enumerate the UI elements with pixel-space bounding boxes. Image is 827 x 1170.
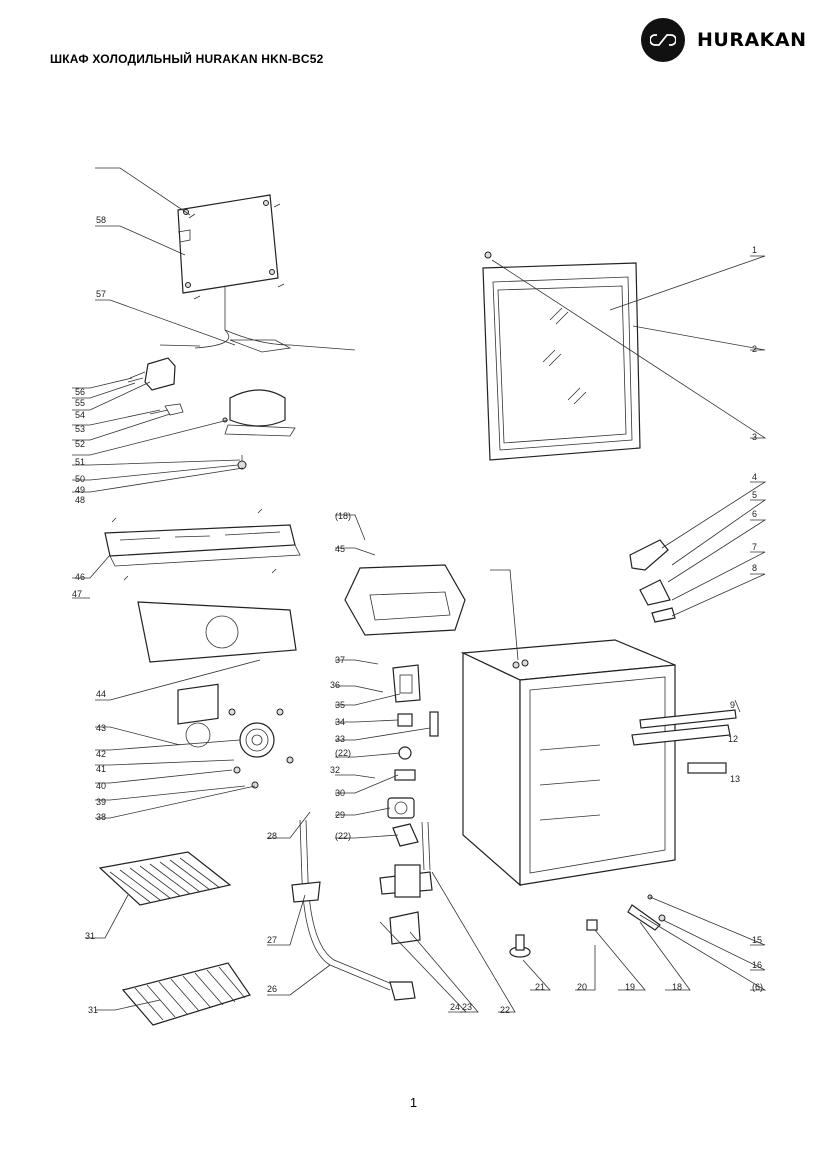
page-number: 1 bbox=[409, 1095, 418, 1110]
part-label: (22) bbox=[335, 748, 351, 758]
part-label: 47 bbox=[72, 589, 82, 599]
part-label: 45 bbox=[335, 544, 345, 554]
part-label: 13 bbox=[730, 774, 740, 784]
shelf-drawing bbox=[98, 851, 251, 1026]
part-label: 48 bbox=[75, 495, 85, 505]
part-label: 21 bbox=[535, 982, 545, 992]
part-label: 55 bbox=[75, 398, 85, 408]
part-label: 6 bbox=[752, 509, 757, 519]
part-label: 29 bbox=[335, 810, 345, 820]
part-label: 38 bbox=[96, 812, 106, 822]
hinge-drawing bbox=[629, 539, 676, 623]
feet-drawing bbox=[509, 894, 666, 958]
part-label: 42 bbox=[96, 749, 106, 759]
part-label: 51 bbox=[75, 457, 85, 467]
part-label: 36 bbox=[330, 680, 340, 690]
part-label: 34 bbox=[335, 717, 345, 727]
brand-name: HURAKAN bbox=[697, 29, 807, 51]
part-label: 41 bbox=[96, 764, 106, 774]
part-label: 26 bbox=[267, 984, 277, 994]
part-label: 52 bbox=[75, 439, 85, 449]
part-label: 49 bbox=[75, 485, 85, 495]
part-label: 15 bbox=[752, 935, 762, 945]
fan-bracket-drawing bbox=[137, 601, 297, 663]
part-label: 58 bbox=[96, 215, 106, 225]
part-label: 2 bbox=[752, 344, 757, 354]
part-label: 31 bbox=[88, 1005, 98, 1015]
part-label: 44 bbox=[96, 689, 106, 699]
part-label: 16 bbox=[752, 960, 762, 970]
cabinet-body-drawing bbox=[460, 639, 676, 887]
part-label: 46 bbox=[75, 572, 85, 582]
part-label: 22 bbox=[500, 1005, 510, 1015]
base-frame-drawing bbox=[104, 508, 301, 581]
part-label: 27 bbox=[267, 935, 277, 945]
part-number-labels: 58 57 56 55 54 53 52 51 50 49 48 46 47 (… bbox=[72, 215, 763, 1015]
part-label: 4 bbox=[752, 472, 757, 482]
part-label: 24 bbox=[450, 1002, 460, 1012]
leader-lines bbox=[72, 167, 767, 1013]
logo-icon bbox=[641, 18, 685, 62]
brand-logo: HURAKAN bbox=[641, 18, 807, 62]
part-label: 43 bbox=[96, 723, 106, 733]
part-label: 56 bbox=[75, 387, 85, 397]
part-label: 12 bbox=[728, 734, 738, 744]
fan-drawing bbox=[177, 683, 294, 789]
part-label: 54 bbox=[75, 410, 85, 420]
power-cord-drawing bbox=[291, 819, 416, 1001]
glass-door-drawing bbox=[482, 251, 641, 461]
document-title: ШКАФ ХОЛОДИЛЬНЫЙ HURAKAN HKN-BC52 bbox=[50, 52, 324, 66]
part-label: 20 bbox=[577, 982, 587, 992]
part-label: 53 bbox=[75, 424, 85, 434]
part-label: 37 bbox=[335, 655, 345, 665]
part-label: 9 bbox=[730, 700, 735, 710]
part-label: 18 bbox=[672, 982, 682, 992]
part-label: 1 bbox=[752, 245, 757, 255]
part-label: 7 bbox=[752, 542, 757, 552]
part-label: 39 bbox=[96, 797, 106, 807]
part-label: 23 bbox=[462, 1002, 472, 1012]
part-label: 30 bbox=[335, 788, 345, 798]
part-label: 40 bbox=[96, 781, 106, 791]
part-label: (18) bbox=[335, 511, 351, 521]
part-label: 33 bbox=[335, 734, 345, 744]
part-label: 35 bbox=[335, 700, 345, 710]
part-label: 19 bbox=[625, 982, 635, 992]
part-label: 50 bbox=[75, 474, 85, 484]
part-label: (6) bbox=[752, 982, 763, 992]
part-label: 57 bbox=[96, 289, 106, 299]
part-label: (22) bbox=[335, 831, 351, 841]
part-label: 5 bbox=[752, 490, 757, 500]
electrical-parts-drawing bbox=[379, 664, 439, 945]
part-label: 3 bbox=[752, 432, 757, 442]
part-label: 8 bbox=[752, 563, 757, 573]
part-label: 32 bbox=[330, 765, 340, 775]
part-label: 31 bbox=[85, 931, 95, 941]
bracket-drawing bbox=[631, 709, 737, 774]
drip-tray-drawing bbox=[344, 564, 466, 636]
compressor-drawing bbox=[127, 357, 296, 470]
part-label: 28 bbox=[267, 831, 277, 841]
